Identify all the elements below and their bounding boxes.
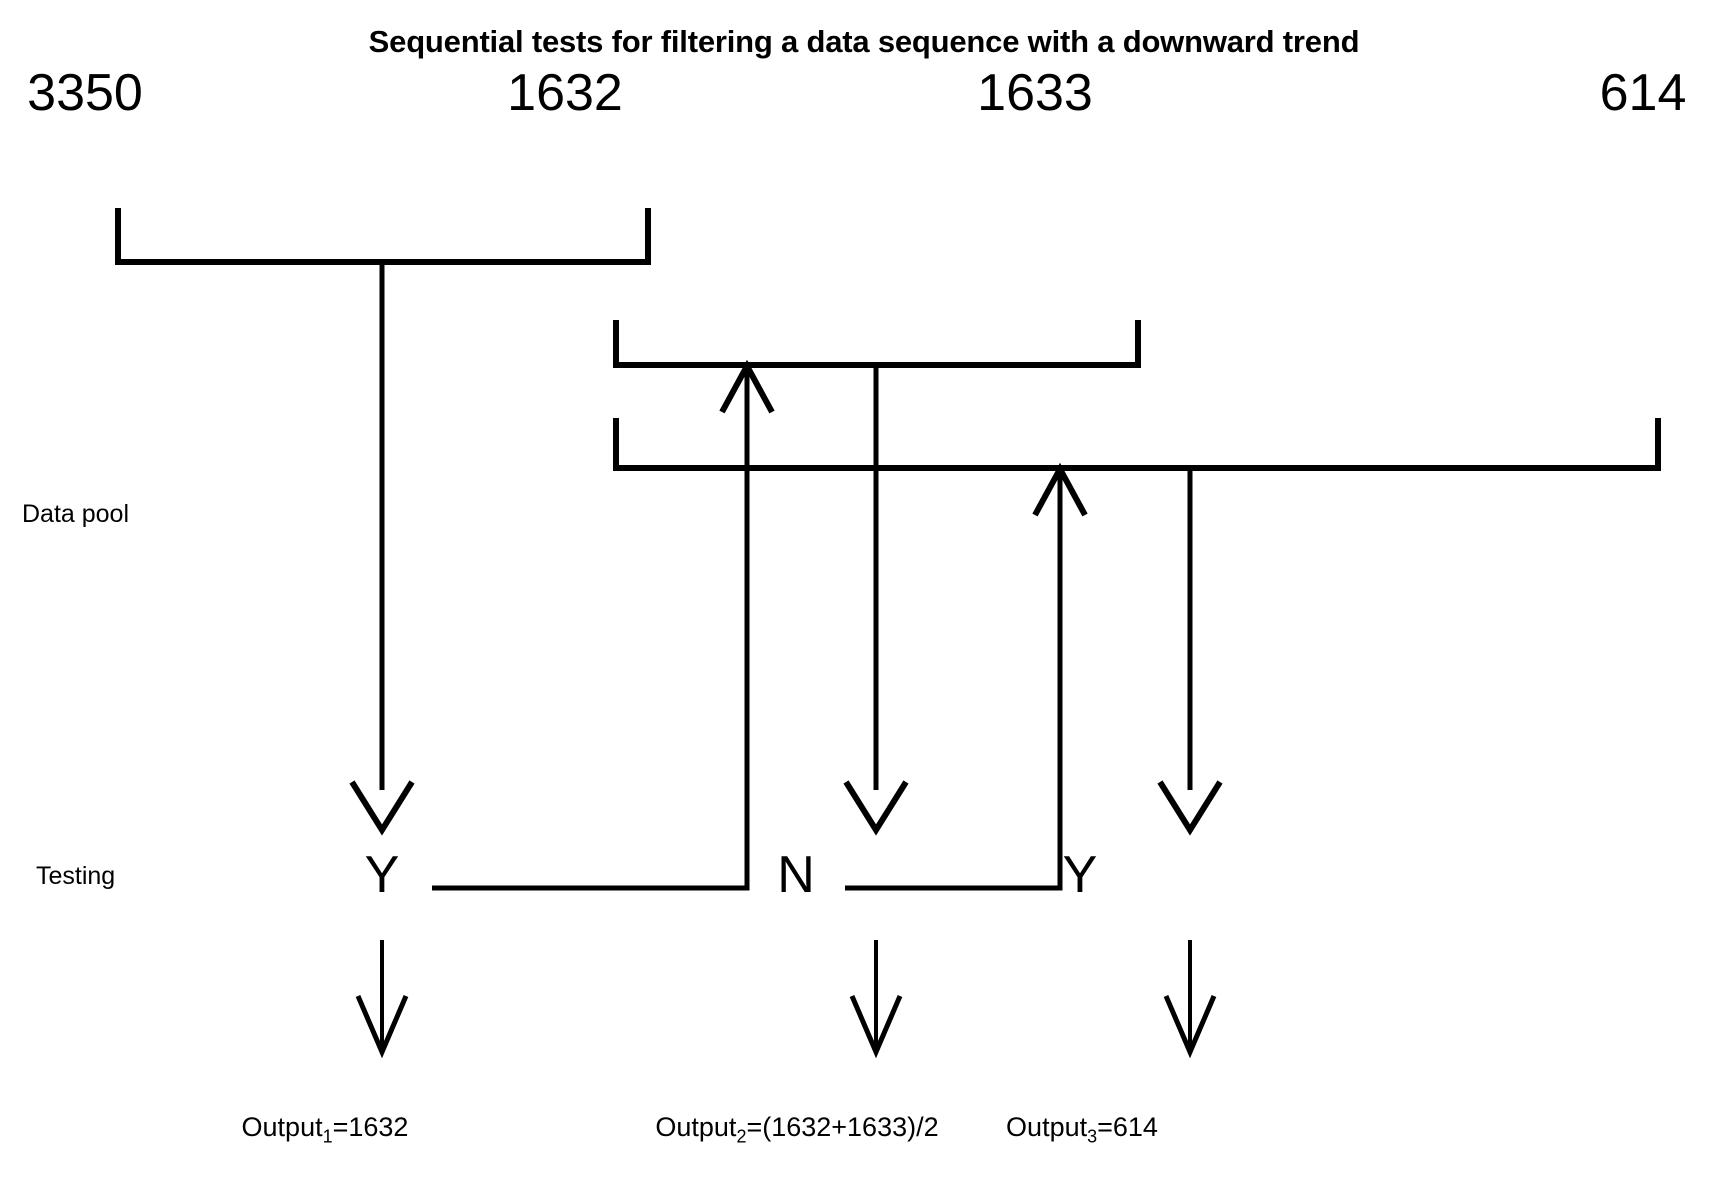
arrowhead-up-2 bbox=[1032, 462, 1088, 517]
data-value-4: 614 bbox=[1599, 64, 1687, 122]
output-label-3-expr: =614 bbox=[1097, 1112, 1158, 1142]
data-value-2: 1632 bbox=[507, 64, 623, 122]
output-arrow-3 bbox=[1163, 940, 1217, 1059]
output-label-2-name: Output bbox=[655, 1112, 737, 1142]
output-label-1-name: Output bbox=[241, 1112, 323, 1142]
arrowhead-down-1 bbox=[349, 780, 415, 836]
output-label-2: Output2=(1632+1633)/2 bbox=[617, 1112, 977, 1147]
output-label-1: Output1=1632 bbox=[205, 1112, 445, 1147]
output-label-3-name: Output bbox=[1006, 1112, 1088, 1142]
test-node-1: Y bbox=[364, 846, 400, 904]
output-label-3-sub: 3 bbox=[1087, 1126, 1098, 1147]
arrowhead-down-3 bbox=[1157, 780, 1223, 836]
arrowhead-down-2 bbox=[843, 780, 909, 836]
test-node-2: N bbox=[777, 846, 815, 904]
data-value-3: 1633 bbox=[977, 64, 1093, 122]
page-title: Sequential tests for filtering a data se… bbox=[368, 24, 1360, 59]
output-label-1-sub: 1 bbox=[322, 1126, 333, 1147]
row-label-data-pool: Data pool bbox=[22, 500, 130, 528]
arrowhead-up-1 bbox=[719, 359, 775, 414]
feedback-path-2 bbox=[845, 475, 1063, 891]
output-arrow-2 bbox=[849, 940, 903, 1059]
bracket-2 bbox=[613, 320, 1141, 368]
row-label-testing: Testing bbox=[36, 862, 116, 890]
bracket-1 bbox=[115, 208, 651, 265]
feedback-path-1 bbox=[432, 372, 750, 891]
output-label-3: Output3=614 bbox=[972, 1112, 1192, 1147]
bracket-3 bbox=[613, 418, 1661, 471]
output-label-1-expr: =1632 bbox=[332, 1112, 409, 1142]
output-arrow-1 bbox=[355, 940, 409, 1059]
test-node-3: Y bbox=[1062, 846, 1098, 904]
output-label-2-expr: =(1632+1633)/2 bbox=[746, 1112, 939, 1142]
data-value-1: 3350 bbox=[27, 64, 143, 122]
output-label-2-sub: 2 bbox=[736, 1126, 747, 1147]
